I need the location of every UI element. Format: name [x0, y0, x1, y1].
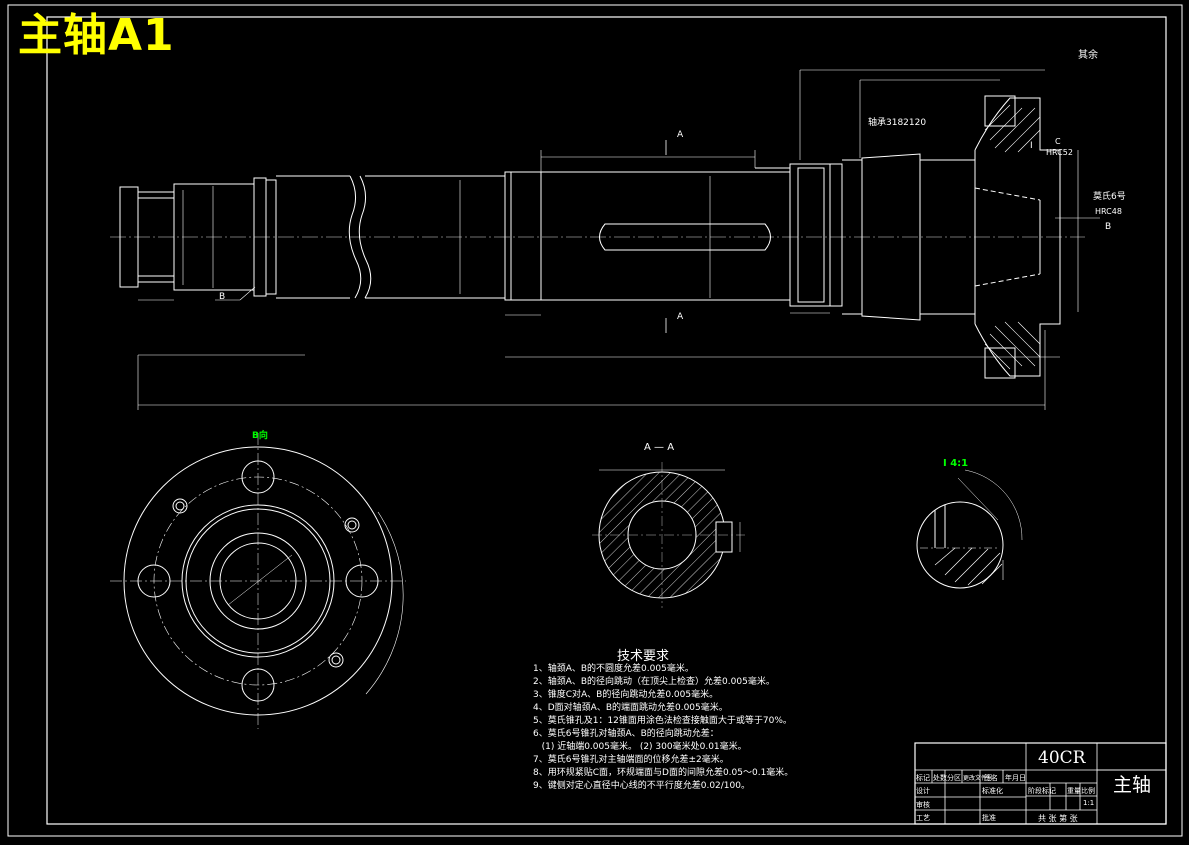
tech-item: 7、莫氏6号锥孔对主轴端面的位移允差±2毫米。 — [533, 755, 729, 765]
tb-row-label: 签名 — [984, 774, 998, 782]
tech-item: 5、莫氏锥孔及1：12锥面用涂色法检查接触面大于或等于70%。 — [533, 716, 792, 726]
material-value: 40CR — [1038, 748, 1086, 768]
tech-item: 9、键侧对定心直径中心线的不平行度允差0.02/100。 — [533, 781, 750, 791]
tb-scale-header: 比例 — [1081, 787, 1095, 795]
surface-roughness-note: 其余 — [1078, 50, 1098, 61]
tb-process: 工艺 — [916, 814, 930, 822]
outer-border — [7, 4, 1183, 837]
tech-item: 4、D面对轴颈A、B的端面跳动允差0.005毫米。 — [533, 703, 728, 713]
detail-i-label: I 4:1 — [943, 458, 969, 469]
tech-item: 8、用环规紧贴C面，环规端面与D面的间隙允差0.05～0.1毫米。 — [533, 768, 794, 778]
tech-item: (1) 近轴端0.005毫米。 (2) 300毫米处0.01毫米。 — [533, 742, 747, 752]
tb-check: 审核 — [916, 801, 930, 809]
detail-i-view — [916, 469, 1023, 589]
datum-b-left: B — [219, 292, 226, 302]
title-block — [914, 742, 1167, 825]
section-mark-top: A — [677, 130, 684, 140]
tb-row-label: 年月日 — [1005, 774, 1026, 782]
section-aa-view — [592, 462, 745, 608]
tb-row-label: 标记 — [916, 774, 930, 782]
tech-requirements-title: 技术要求 — [617, 649, 670, 664]
tb-stage-header: 阶段标记 — [1028, 787, 1056, 795]
bearing-label: 轴承3182120 — [868, 118, 927, 128]
b-view-label: B向 — [252, 431, 268, 441]
tech-item: 6、莫氏6号锥孔对轴颈A、B的径向跳动允差： — [533, 729, 719, 739]
tb-sheet: 共 张 第 张 — [1038, 814, 1078, 823]
main-shaft-view — [110, 69, 1100, 410]
drawing-title: 主轴A1 — [18, 10, 175, 61]
tb-row-label: 处数 — [933, 774, 947, 782]
section-aa-label: A — A — [644, 442, 675, 453]
section-mark-bottom: A — [677, 312, 684, 322]
detail-mark-i: I — [1030, 141, 1033, 151]
tech-item: 2、轴颈A、B的径向跳动（在顶尖上检查）允差0.005毫米。 — [533, 677, 775, 687]
tb-approve: 批准 — [982, 814, 996, 822]
hrc48-label: HRC48 — [1095, 207, 1122, 216]
tb-scale-value: 1:1 — [1083, 799, 1095, 807]
datum-b-right: B — [1105, 222, 1112, 232]
tb-row-label: 更改文件号 — [963, 775, 994, 782]
tb-weight-header: 重量 — [1067, 787, 1081, 795]
datum-c-label: C — [1055, 137, 1061, 146]
tb-row-label: 分区 — [947, 774, 961, 782]
tb-standardization: 标准化 — [982, 787, 1003, 795]
tech-item: 3、锥度C对A、B的径向跳动允差0.005毫米。 — [533, 690, 719, 700]
part-name: 主轴 — [1113, 774, 1152, 796]
inner-border — [46, 16, 1167, 825]
morse-taper-label: 莫氏6号 — [1093, 192, 1126, 202]
flange-b-view — [110, 433, 406, 729]
tech-requirements-list: 1、轴颈A、B的不圆度允差0.005毫米。 2、轴颈A、B的径向跳动（在顶尖上检… — [533, 663, 793, 793]
tb-design: 设计 — [916, 787, 930, 795]
tech-item: 1、轴颈A、B的不圆度允差0.005毫米。 — [533, 664, 694, 674]
hrc52-label: HRC52 — [1046, 148, 1073, 157]
